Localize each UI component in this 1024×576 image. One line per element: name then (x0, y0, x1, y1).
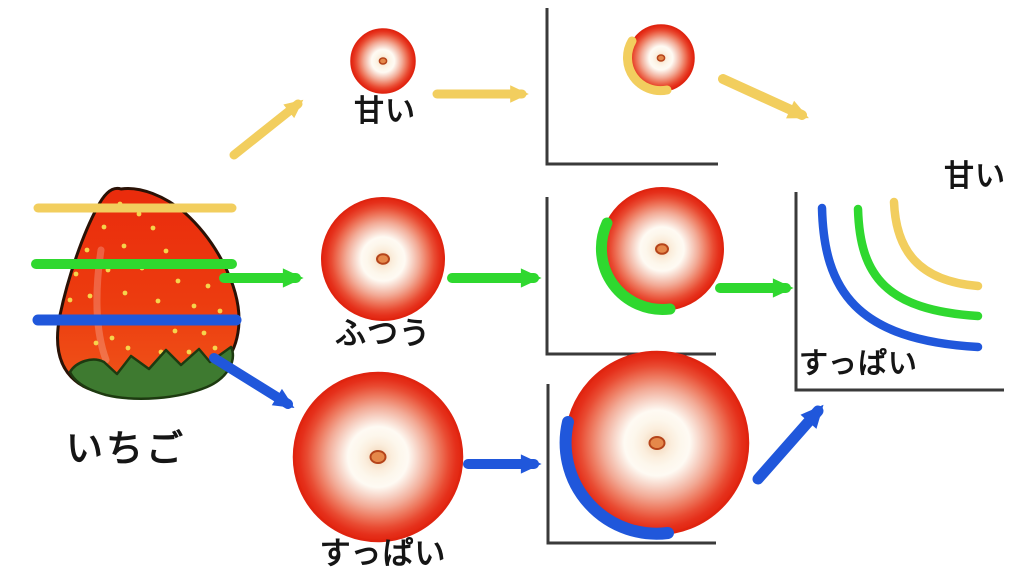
sweet-slice (350, 28, 416, 94)
sour-slice-arc (559, 416, 674, 540)
sour-plot-axes (546, 384, 716, 545)
strawberry-illustration (31, 186, 242, 400)
curve-normal (853, 204, 983, 321)
slice-core-dot (378, 57, 388, 65)
slice-core-dot (648, 436, 666, 450)
curve-sweet (889, 197, 983, 291)
sweet-label: 甘い (354, 94, 416, 129)
normal-slice-arc (595, 217, 676, 315)
arrow-strawberry-to-sweet-slice (229, 99, 304, 160)
curve-sour (817, 203, 983, 352)
normal-label: ふつう (335, 316, 431, 352)
sour-label: すっぱい (319, 536, 447, 572)
arrow-strawberry-to-sour-slice (209, 353, 295, 409)
slice-core-dot (369, 450, 387, 464)
slice-core-dot (376, 253, 390, 265)
slice-core-dot (655, 243, 669, 255)
normal-slice-plotted (595, 187, 724, 315)
sweet-slice-plotted (623, 24, 695, 96)
sour-slice-plotted (559, 350, 750, 540)
sweet-plot-axes (545, 8, 718, 166)
strawberry-leaves (68, 345, 234, 400)
sweet-slice-arc (623, 36, 672, 96)
sour-slice (292, 371, 464, 543)
normal-slice (321, 197, 445, 321)
fruit-label: いちご (66, 427, 186, 470)
arrow-sour-plot-to-curves (752, 404, 824, 485)
curves-sour-label: すっぱい (799, 346, 918, 380)
curves-sweet-label: 甘い (944, 159, 1006, 194)
slice-core-dot (656, 54, 666, 62)
arrow-sweet-plot-to-curves (718, 74, 809, 120)
curves-plot-axes (794, 192, 1004, 392)
